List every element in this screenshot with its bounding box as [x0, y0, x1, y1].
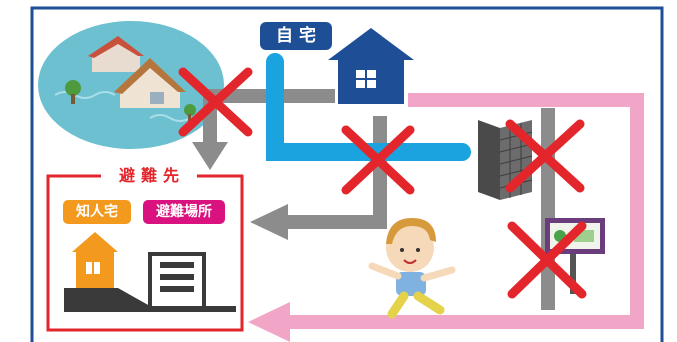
gray-road-mid-arrowhead	[250, 204, 288, 240]
cross-icon	[507, 221, 587, 299]
cross-icon	[341, 125, 415, 195]
tree-icon	[65, 80, 81, 104]
flood-waves	[54, 91, 191, 122]
acquaintance-home-tag: 知人宅	[63, 200, 131, 224]
cross-icon	[505, 119, 585, 193]
running-person-icon	[368, 218, 456, 319]
flooded-house-back	[88, 36, 144, 72]
outer-border	[30, 6, 664, 342]
tree-icon	[184, 104, 196, 122]
pink-route	[285, 93, 644, 329]
home-label: 自宅	[260, 22, 332, 50]
evacuation-site-tag: 避難場所	[143, 200, 225, 224]
blue-route	[266, 53, 471, 161]
flooded-house-front	[114, 58, 186, 108]
evacuation-site-building-icon	[148, 252, 206, 310]
home-house-icon	[328, 28, 414, 104]
gray-road-top-arrowhead	[192, 142, 228, 170]
cross-icon	[178, 67, 253, 137]
acquaintance-house-icon	[72, 232, 118, 288]
evacuation-destination-label: 避難先	[101, 165, 197, 187]
pink-route-arrowhead	[248, 302, 290, 342]
